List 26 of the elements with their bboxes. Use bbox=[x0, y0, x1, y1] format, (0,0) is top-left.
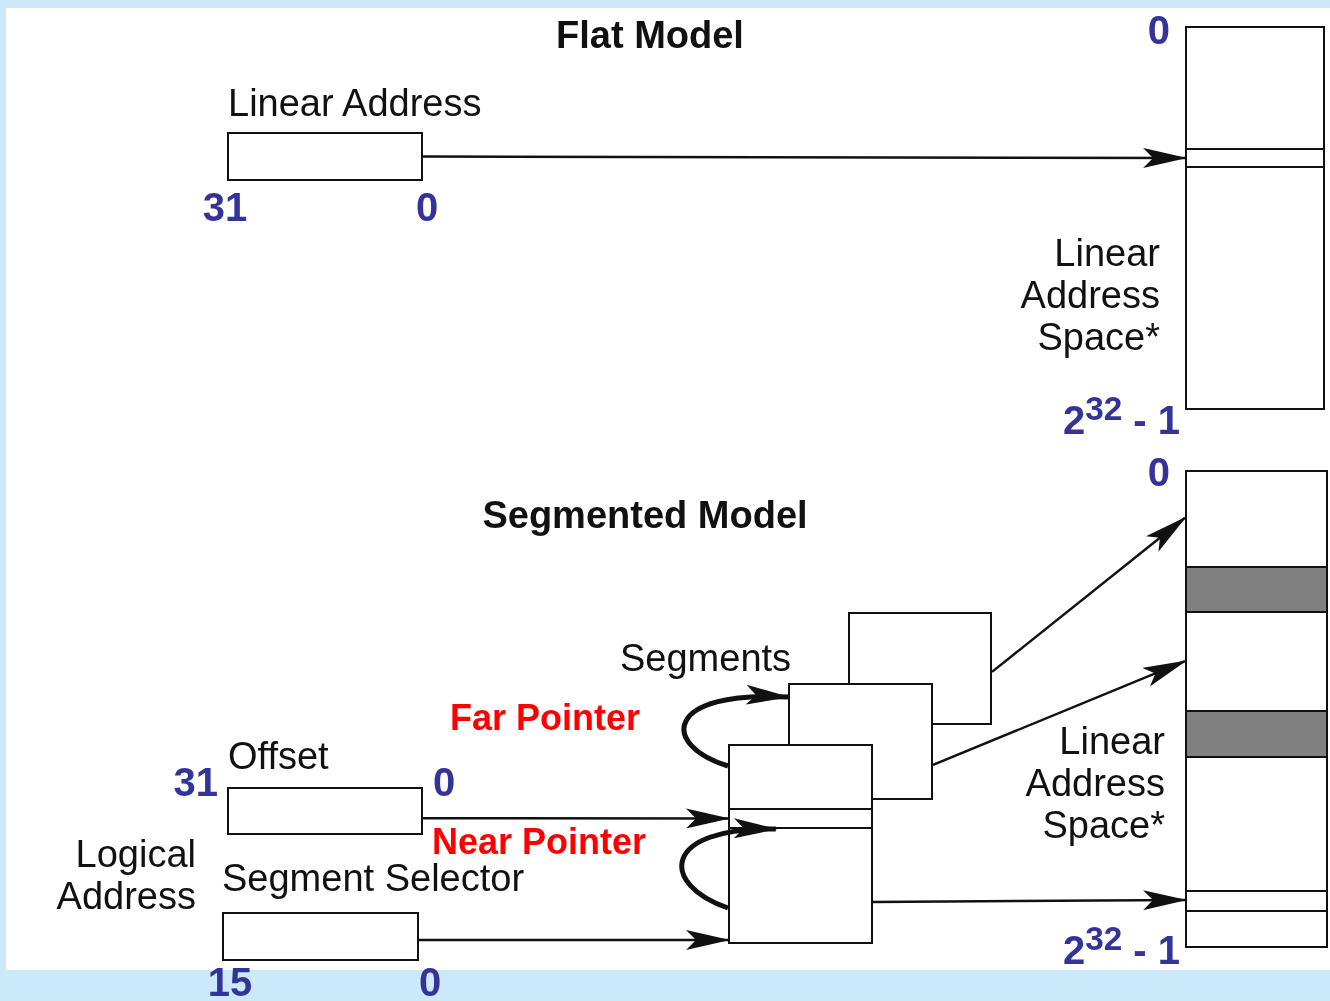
space-label: Linear Address Space* bbox=[1019, 232, 1160, 358]
diagram-heading: Flat Model bbox=[555, 14, 745, 56]
bit-number: 0 bbox=[414, 185, 440, 229]
curved-arrow bbox=[679, 820, 778, 911]
arrow bbox=[423, 147, 1187, 168]
arrow bbox=[991, 516, 1187, 673]
arrow bbox=[873, 890, 1187, 911]
arrow bbox=[932, 660, 1187, 767]
arrow bbox=[419, 930, 730, 950]
field-label: Linear Address bbox=[228, 82, 483, 124]
address-number: 2$^{32}$ - 1 bbox=[1061, 919, 1180, 973]
address-number: 0 bbox=[1146, 8, 1170, 52]
arrow bbox=[423, 808, 730, 829]
bit-number: 31 bbox=[201, 185, 249, 229]
address-number: 2$^{32}$ - 1 bbox=[1061, 389, 1180, 443]
space-label: Linear Address Space* bbox=[1024, 720, 1165, 846]
group-label: Segments bbox=[620, 637, 793, 679]
curved-arrow bbox=[681, 686, 790, 769]
bit-number: 0 bbox=[417, 960, 443, 1001]
field-label: Offset bbox=[228, 735, 330, 777]
bit-number: 0 bbox=[433, 760, 457, 804]
diagram-heading: Segmented Model bbox=[481, 494, 809, 536]
bit-number: 31 bbox=[172, 760, 218, 804]
bit-number: 15 bbox=[206, 960, 254, 1001]
address-label: Logical Address bbox=[55, 833, 196, 917]
address-number: 0 bbox=[1146, 450, 1170, 494]
